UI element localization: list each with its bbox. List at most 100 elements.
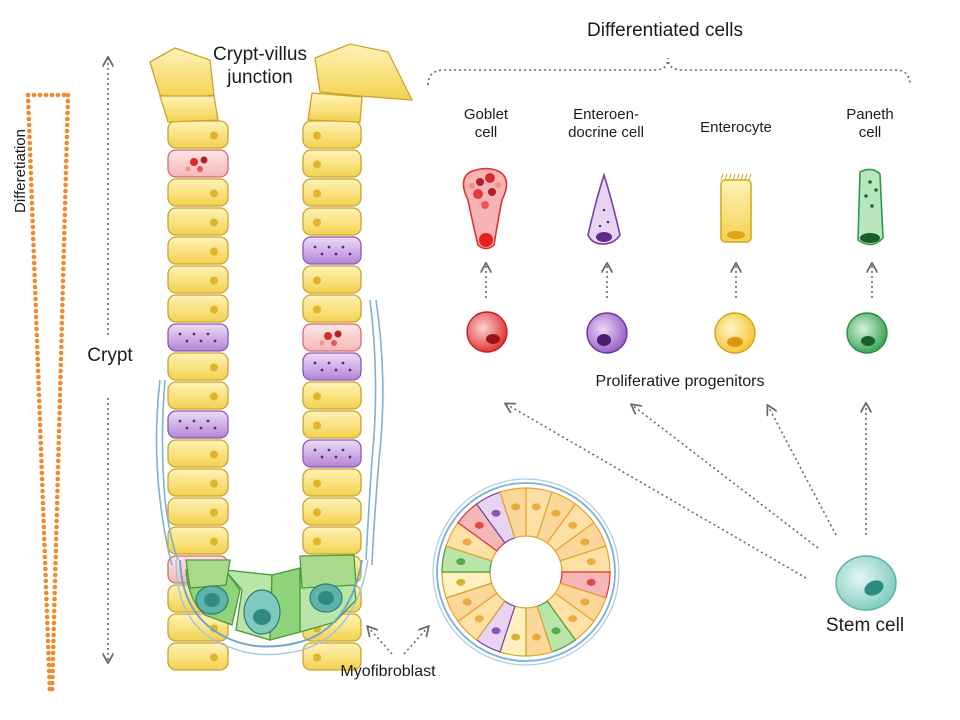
differentiation-dot xyxy=(28,158,33,164)
cross-section-cell xyxy=(536,600,577,653)
enterocyte-wall-cell xyxy=(302,178,362,207)
differentiation-dot xyxy=(65,92,71,98)
differentiation-dot xyxy=(35,368,41,374)
proliferative-progenitors-label: Proliferative progenitors xyxy=(595,373,765,390)
differentiation-dot xyxy=(43,566,48,572)
differentiation-dot xyxy=(56,434,62,440)
differentiation-dot xyxy=(56,440,62,446)
differentiation-dot xyxy=(63,164,69,170)
differentiation-dot xyxy=(27,140,33,146)
differentiation-dot xyxy=(52,596,57,602)
differentiation-dot xyxy=(54,506,60,512)
differentiation-dot xyxy=(57,398,63,404)
crypt-base-stem-niche xyxy=(175,554,369,656)
enterocyte-icon xyxy=(720,173,752,243)
differentiation-dot xyxy=(54,494,60,500)
differentiation-dot xyxy=(62,194,68,200)
differentiation-dot xyxy=(63,188,68,194)
differentiation-dot xyxy=(56,422,62,428)
differentiation-dot xyxy=(38,428,43,434)
differentiation-dot xyxy=(58,362,64,368)
differentiation-dot xyxy=(27,146,33,152)
differentiation-dot xyxy=(50,680,55,686)
crypt-cross-section xyxy=(432,478,620,666)
differentiation-dot xyxy=(50,668,55,674)
differentiation-dot xyxy=(53,554,58,560)
enterocyte-wall-cell xyxy=(167,178,229,207)
differentiation-dot xyxy=(31,92,37,98)
differentiation-dot xyxy=(44,614,50,620)
differentiation-dot xyxy=(25,92,31,98)
differentiation-dot xyxy=(58,356,64,362)
differentiation-dot xyxy=(65,104,70,110)
enterocyte-wall-cell xyxy=(167,294,229,323)
differentiation-dot xyxy=(34,320,39,326)
differentiation-dot xyxy=(63,170,69,176)
enterocyte-wall-cell xyxy=(167,439,229,468)
differentiation-dot xyxy=(52,578,58,584)
differentiation-dot xyxy=(36,374,41,380)
differentiation-dot xyxy=(58,344,64,350)
differentiation-dot xyxy=(63,176,69,182)
differentiation-dot xyxy=(57,392,63,398)
enterocyte-wall-cell xyxy=(302,468,362,497)
differentiation-dot xyxy=(64,134,70,140)
differentiation-dot xyxy=(34,326,39,332)
differentiation-dot xyxy=(43,572,48,578)
stem-cell-label: Stem cell xyxy=(825,615,905,636)
differentiation-dot xyxy=(40,494,46,500)
differentiation-dot xyxy=(57,410,62,416)
differentiation-dot xyxy=(46,662,52,668)
enteroendocrine-cell-label-line2: docrine cell xyxy=(568,124,644,141)
differentiation-dot xyxy=(39,476,45,482)
differentiation-dot xyxy=(32,266,37,272)
differentiation-dot xyxy=(45,638,51,644)
differentiation-dot xyxy=(44,608,50,614)
differentiation-dot xyxy=(38,452,44,458)
crypt-longitudinal-section xyxy=(149,43,414,671)
differentiation-dot xyxy=(51,632,56,638)
differentiation-dot xyxy=(36,380,41,386)
differentiation-dot xyxy=(54,500,60,506)
differentiation-dot xyxy=(61,248,67,254)
enterocyte-wall-cell xyxy=(302,642,362,671)
differentiation-dot xyxy=(65,98,71,104)
differentiation-dot xyxy=(34,344,40,350)
goblet-wall-cell xyxy=(167,149,229,178)
differentiation-dot xyxy=(30,212,35,218)
differentiation-dot xyxy=(36,392,42,398)
differentiation-dot xyxy=(33,314,39,320)
differentiation-dot xyxy=(61,236,67,242)
enteroendocrine-cell-icon xyxy=(587,172,621,245)
differentiation-dot xyxy=(38,434,43,440)
paneth-cell-label: Paneth cell xyxy=(820,106,920,142)
differentiation-dot xyxy=(54,518,59,524)
differentiation-dot xyxy=(50,674,55,680)
enterocyte-wall-cell xyxy=(167,642,229,671)
enteroendocrine-wall-cell xyxy=(167,323,229,352)
differentiation-dot xyxy=(59,326,65,332)
differentiation-dot xyxy=(52,602,57,608)
stem-cell-icon xyxy=(835,555,897,611)
differentiation-dot xyxy=(37,404,42,410)
differentiation-dot xyxy=(59,308,65,314)
differentiation-dot xyxy=(43,92,49,98)
differentiated-cells-label: Differentiated cells xyxy=(587,20,743,41)
differentiation-dot xyxy=(62,218,67,224)
differentiation-dot xyxy=(30,230,36,236)
differentiation-dot xyxy=(46,656,51,662)
differentiation-dot xyxy=(26,122,32,128)
cross-section-cell xyxy=(525,487,553,539)
differentiation-dot xyxy=(39,470,45,476)
differentiation-dot xyxy=(33,296,38,302)
differentiation-dot xyxy=(50,662,56,668)
differentiation-dot xyxy=(52,572,58,578)
cross-section-outer-ring xyxy=(432,478,620,666)
differentiation-dot xyxy=(50,650,56,656)
differentiation-dot xyxy=(35,362,41,368)
paneth-cell-label-line1: Paneth xyxy=(846,106,894,123)
differentiation-dot xyxy=(44,596,49,602)
enteroendocrine-wall-cell xyxy=(302,236,362,265)
enterocyte-wall-cell xyxy=(302,497,362,526)
